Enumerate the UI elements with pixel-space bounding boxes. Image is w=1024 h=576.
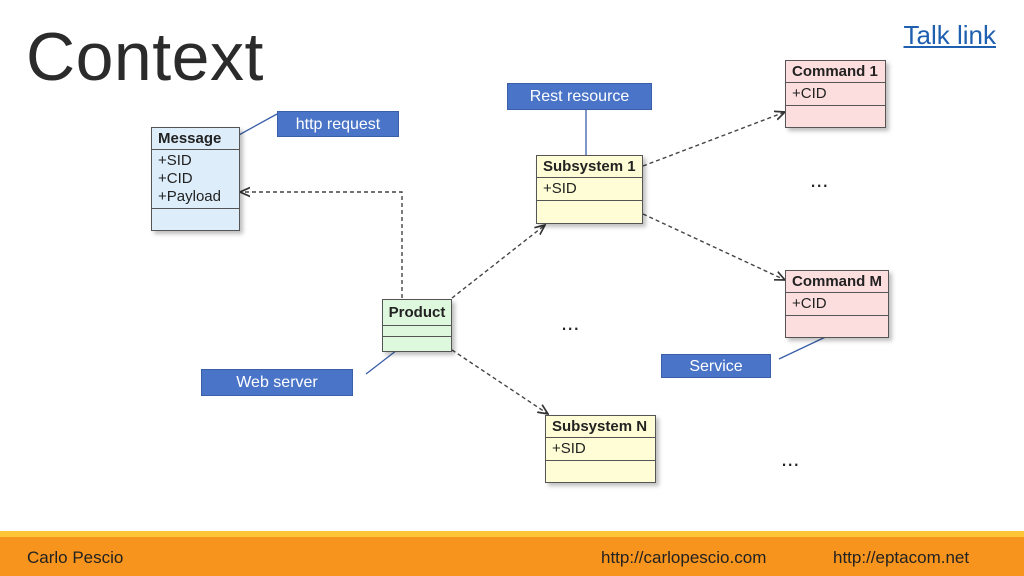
dependency-product-subsystem1: [451, 225, 545, 299]
dependency-subsystem1-command1: [642, 112, 785, 167]
class-product-name: Product: [383, 300, 451, 326]
class-subsystem-n: Subsystem N +SID: [545, 415, 656, 483]
dependency-subsystem1-commandM: [642, 213, 785, 280]
footer-link-eptacom[interactable]: http://eptacom.net: [833, 548, 970, 567]
label-service: Service: [661, 354, 771, 378]
class-command-m: Command M +CID: [785, 270, 889, 338]
class-subsystem-1-name: Subsystem 1: [537, 156, 642, 178]
dependency-product-subsystemN: [451, 349, 548, 414]
class-product-attributes: [383, 326, 451, 337]
class-command-1: Command 1 +CID: [785, 60, 886, 128]
class-subsystem-1: Subsystem 1 +SID: [536, 155, 643, 224]
class-message-name: Message: [152, 128, 239, 150]
label-rest-resource: Rest resource: [507, 83, 652, 110]
class-command-1-attributes: +CID: [786, 83, 885, 106]
ellipsis-commands-bottom: ...: [781, 446, 800, 471]
class-message-attr: +SID: [158, 152, 192, 169]
class-subsystem-1-attr: +SID: [543, 180, 577, 197]
class-message-attributes: +SID +CID +Payload: [152, 150, 239, 209]
dependency-product-message: [240, 192, 403, 298]
class-command-m-attributes: +CID: [786, 293, 888, 316]
class-subsystem-n-attr: +SID: [552, 440, 586, 457]
class-message-attr: +Payload: [158, 188, 221, 205]
class-subsystem-1-attributes: +SID: [537, 178, 642, 201]
class-command-m-name: Command M: [786, 271, 888, 293]
class-command-1-name: Command 1: [786, 61, 885, 83]
class-subsystem-n-operations: [546, 461, 655, 469]
footer-bar: Carlo Pescio http://carlopescio.com http…: [0, 531, 1024, 576]
footer-author: Carlo Pescio: [27, 548, 124, 567]
class-command-1-operations: [786, 106, 885, 114]
class-subsystem-n-name: Subsystem N: [546, 416, 655, 438]
slide-title: Context: [26, 19, 264, 95]
class-product: Product: [382, 299, 452, 352]
class-command-1-attr: +CID: [792, 85, 827, 102]
ellipsis-commands-top: ...: [810, 167, 829, 192]
ellipsis-subsystems: ...: [561, 310, 580, 335]
class-command-m-operations: [786, 316, 888, 324]
class-subsystem-n-attributes: +SID: [546, 438, 655, 461]
class-subsystem-1-operations: [537, 201, 642, 209]
class-message-attr: +CID: [158, 170, 193, 187]
class-message: Message +SID +CID +Payload: [151, 127, 240, 231]
class-product-operations: [383, 337, 451, 345]
class-command-m-attr: +CID: [792, 295, 827, 312]
talk-link[interactable]: Talk link: [903, 20, 996, 50]
label-web-server: Web server: [201, 369, 353, 396]
label-http-request: http request: [277, 111, 399, 137]
class-message-operations: [152, 209, 239, 217]
footer-link-carlopescio[interactable]: http://carlopescio.com: [601, 548, 767, 567]
